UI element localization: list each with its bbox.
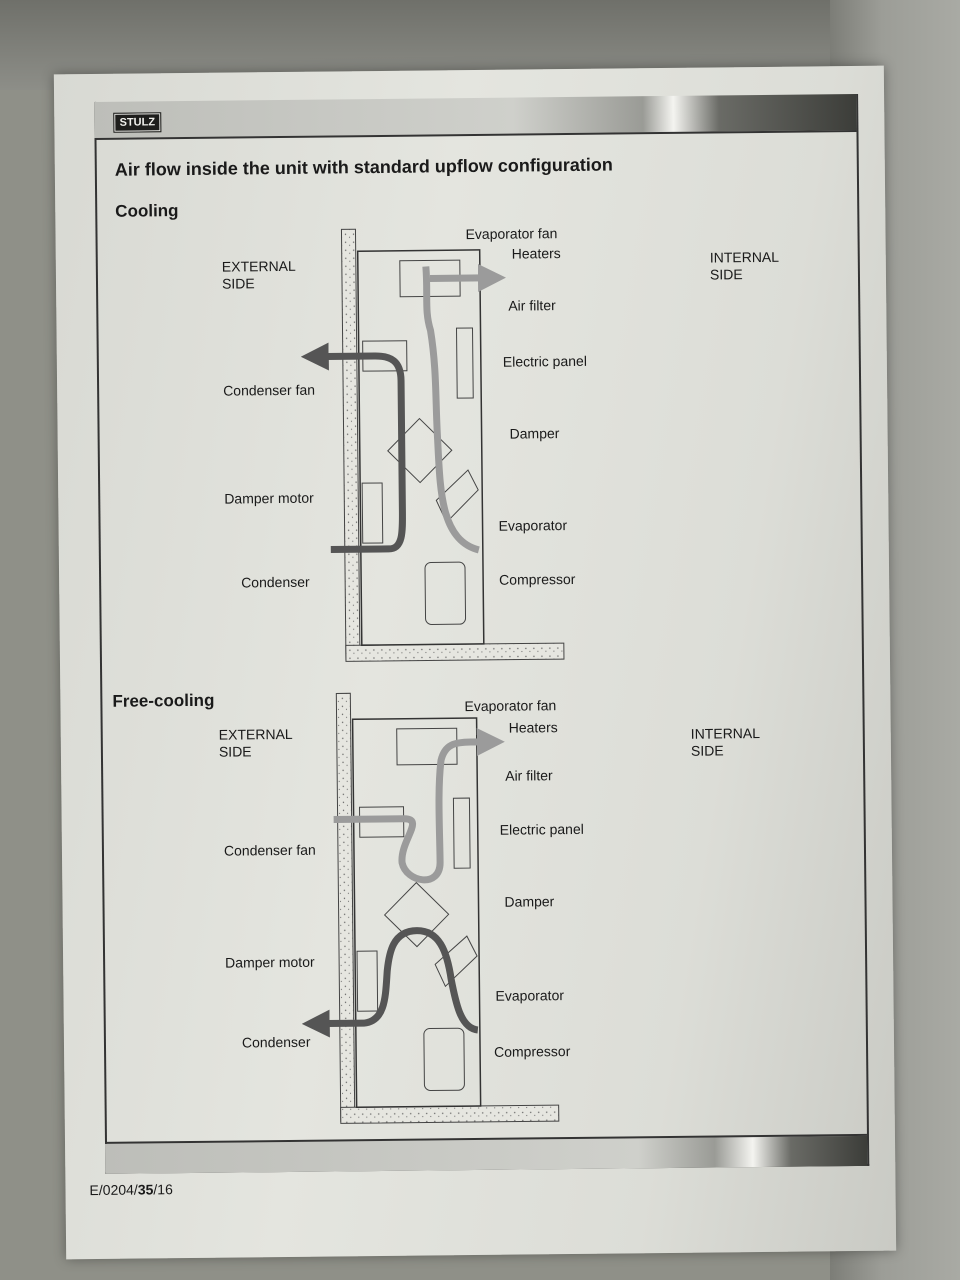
cooling-diagram: [300, 228, 565, 662]
cooling-unit-cabinet: [356, 249, 485, 646]
free-cooling-wall: [335, 692, 356, 1122]
cooling-internal-airflow: [422, 266, 480, 554]
cooling-damper: [387, 417, 453, 484]
cooling-condenser: [361, 482, 384, 544]
cooling-wall: [340, 228, 361, 660]
page-number-bold: 35: [137, 1181, 154, 1198]
cooling-floor: [345, 642, 565, 662]
cooling-supply-arrow: [429, 263, 506, 292]
free-cooling-electric-panel: [452, 797, 471, 869]
page-number-prefix: E/0204/: [89, 1181, 138, 1199]
free-cooling-evaporator: [434, 935, 478, 988]
free-cooling-floor: [340, 1104, 560, 1124]
cooling-compressor: [424, 561, 467, 625]
page-number: E/0204/35/16: [89, 1181, 172, 1198]
free-cooling-internal-airflow: [333, 727, 505, 884]
cooling-electric-panel: [455, 327, 474, 399]
document-page: STULZ Air flow inside the unit with stan…: [53, 65, 897, 1260]
cooling-external-airflow: [300, 342, 406, 554]
free-cooling-compressor: [423, 1027, 465, 1091]
free-cooling-unit-cabinet: [351, 717, 482, 1109]
free-cooling-condenser: [356, 950, 379, 1012]
page-number-suffix: /16: [153, 1181, 173, 1198]
free-cooling-diagram: [301, 692, 560, 1124]
airflow-diagrams: [300, 228, 565, 1124]
free-cooling-external-airflow: [301, 927, 479, 1038]
